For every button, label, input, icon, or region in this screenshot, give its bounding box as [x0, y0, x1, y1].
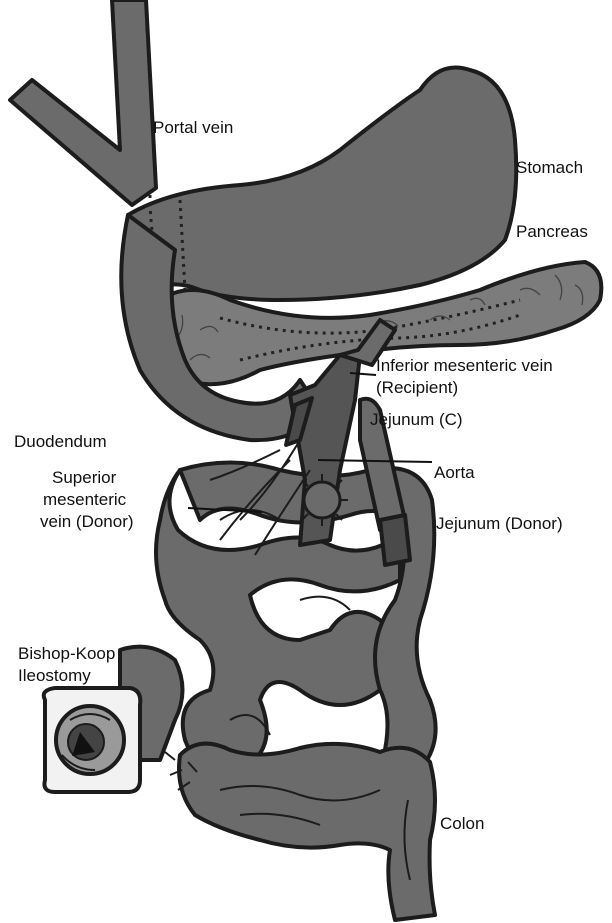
label-superior: Superior [52, 468, 116, 488]
label-mesenteric: mesenteric [43, 490, 126, 510]
label-ileostomy: Ileostomy [18, 666, 91, 686]
stoma-ileostomy [44, 688, 141, 792]
label-aorta: Aorta [434, 463, 475, 483]
label-duodendum: Duodendum [14, 432, 107, 452]
label-portal-vein: Portal vein [153, 118, 233, 138]
label-pancreas: Pancreas [516, 222, 588, 242]
colon [165, 744, 435, 920]
label-inferior-mesenteric-vein: Inferior mesenteric vein [376, 356, 553, 376]
label-stomach: Stomach [516, 158, 583, 178]
label-recipient: (Recipient) [376, 378, 458, 398]
label-vein-donor: vein (Donor) [40, 512, 134, 532]
mesenteric-vessels [210, 355, 360, 555]
label-jejunum-c: Jejunum (C) [370, 410, 463, 430]
portal-vein [10, 0, 156, 205]
label-jejunum-donor: Jejunum (Donor) [436, 514, 563, 534]
label-bishop-koop: Bishop-Koop [18, 644, 115, 664]
label-colon: Colon [440, 814, 484, 834]
